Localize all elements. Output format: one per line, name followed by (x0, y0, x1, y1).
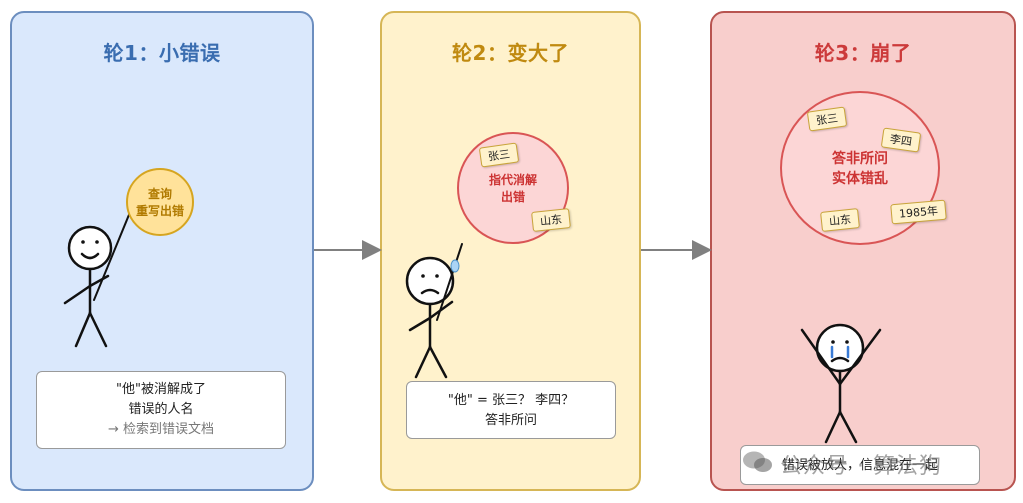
round3-bubble-line2: 实体错乱 (832, 171, 888, 187)
wechat-logo-icon (743, 451, 772, 472)
round3-bubble-line1: 答非所问 (832, 151, 888, 167)
round1-error-bubble: 查询 重写出错 (126, 168, 194, 236)
stick-figure-happy (63, 204, 134, 348)
round1-note: "他"被消解成了 错误的人名 → 检索到错误文档 (36, 371, 286, 449)
stick-figure-crying (800, 323, 882, 444)
round1-bubble-line2: 重写出错 (135, 204, 184, 218)
round3-note-line1: 错误被放大，信息混在一起 (781, 458, 938, 473)
round1-bubble-line1: 查询 (147, 187, 172, 201)
round2-bubble-line1: 指代消解 (488, 173, 537, 187)
sweat-drop-icon (450, 259, 460, 273)
round2-note: "他" = 张三？ 李四？ 答非所问 (406, 381, 616, 439)
round1-note-line1: "他"被消解成了 (116, 382, 206, 397)
watermark-text: 公众号 · 算法狗 (780, 454, 942, 479)
round1-note-line3: → 检索到错误文档 (107, 422, 215, 437)
round2-bubble-line2: 出错 (500, 190, 525, 204)
round1-note-line2: 错误的人名 (128, 402, 194, 417)
round3-tag-place: 山东 (820, 208, 860, 232)
round3-title: 轮3：崩了 (814, 41, 912, 65)
round1-title: 轮1：小错误 (103, 41, 221, 65)
round3-note: 错误被放大，信息混在一起 (740, 445, 980, 485)
stick-figure-worried (405, 243, 463, 379)
round2-note-line2: 答非所问 (484, 413, 537, 428)
round2-note-line1: "他" = 张三？ 李四？ (447, 393, 575, 408)
round2-tag-place: 山东 (531, 208, 571, 232)
round2-title: 轮2：变大了 (452, 41, 569, 65)
